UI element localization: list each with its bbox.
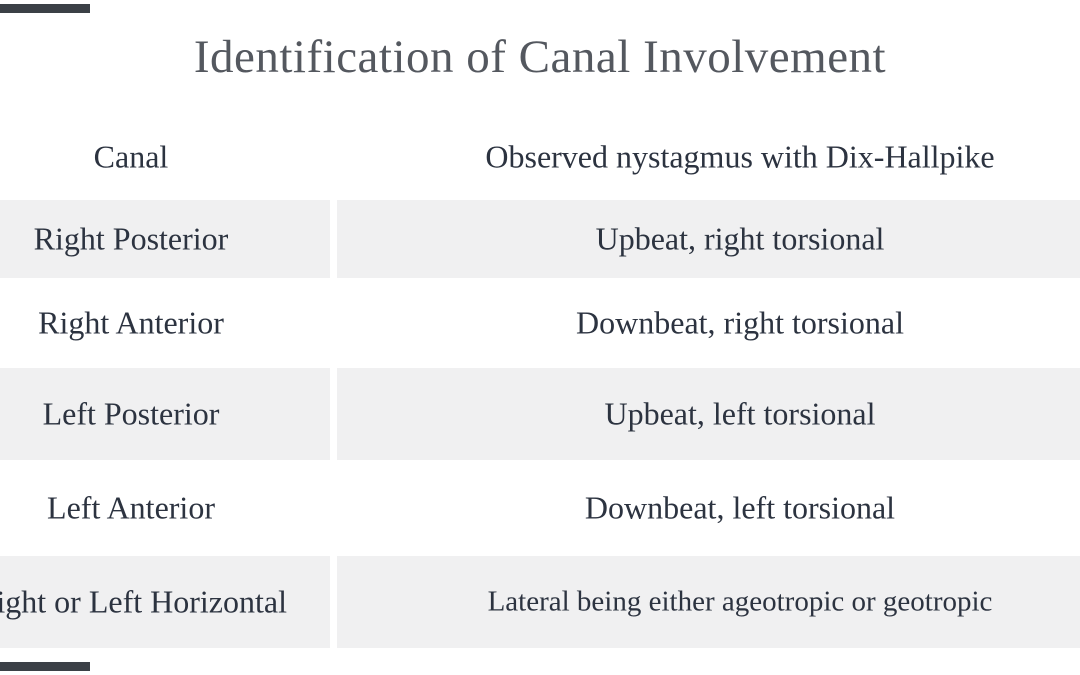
- canal-value: Right Posterior: [33, 220, 229, 257]
- table-row: Right Anterior Downbeat, right torsional: [0, 278, 1080, 368]
- cell-nystagmus: Lateral being either ageotropic or geotr…: [337, 556, 1080, 648]
- header-cell-canal: Canal: [0, 113, 330, 201]
- cell-canal: Left Anterior: [0, 460, 330, 556]
- nystagmus-value: Upbeat, right torsional: [595, 220, 885, 257]
- header-cell-nystagmus: Observed nystagmus with Dix-Hallpike: [337, 113, 1080, 201]
- canal-value: Left Anterior: [47, 489, 215, 526]
- cell-canal: Right or Left Horizontal: [0, 556, 330, 648]
- canal-value: Right Anterior: [38, 304, 224, 341]
- table-row: Left Posterior Upbeat, left torsional: [0, 368, 1080, 460]
- nystagmus-value: Downbeat, right torsional: [576, 304, 904, 341]
- cell-nystagmus: Downbeat, left torsional: [337, 460, 1080, 556]
- cell-nystagmus: Downbeat, right torsional: [337, 278, 1080, 368]
- column-header-canal: Canal: [93, 138, 169, 175]
- page-title: Identification of Canal Involvement: [193, 31, 887, 83]
- cell-nystagmus: Upbeat, left torsional: [337, 368, 1080, 460]
- table-header-row: Canal Observed nystagmus with Dix-Hallpi…: [0, 113, 1080, 201]
- cell-canal: Right Anterior: [0, 278, 330, 368]
- nystagmus-value: Lateral being either ageotropic or geotr…: [487, 585, 993, 618]
- table-row: Right Posterior Upbeat, right torsional: [0, 200, 1080, 278]
- cell-canal: Right Posterior: [0, 200, 330, 278]
- table-row: Right or Left Horizontal Lateral being e…: [0, 556, 1080, 648]
- nystagmus-value: Downbeat, left torsional: [584, 489, 896, 526]
- cropped-dark-bar-bottom-icon: [0, 662, 90, 671]
- table-row: Left Anterior Downbeat, left torsional: [0, 460, 1080, 556]
- cropped-dark-bar-top-icon: [0, 4, 90, 13]
- nystagmus-value: Upbeat, left torsional: [604, 395, 876, 432]
- cell-canal: Left Posterior: [0, 368, 330, 460]
- cell-nystagmus: Upbeat, right torsional: [337, 200, 1080, 278]
- column-header-nystagmus: Observed nystagmus with Dix-Hallpike: [485, 138, 995, 175]
- canal-value: Right or Left Horizontal: [0, 583, 287, 620]
- canal-value: Left Posterior: [42, 395, 220, 432]
